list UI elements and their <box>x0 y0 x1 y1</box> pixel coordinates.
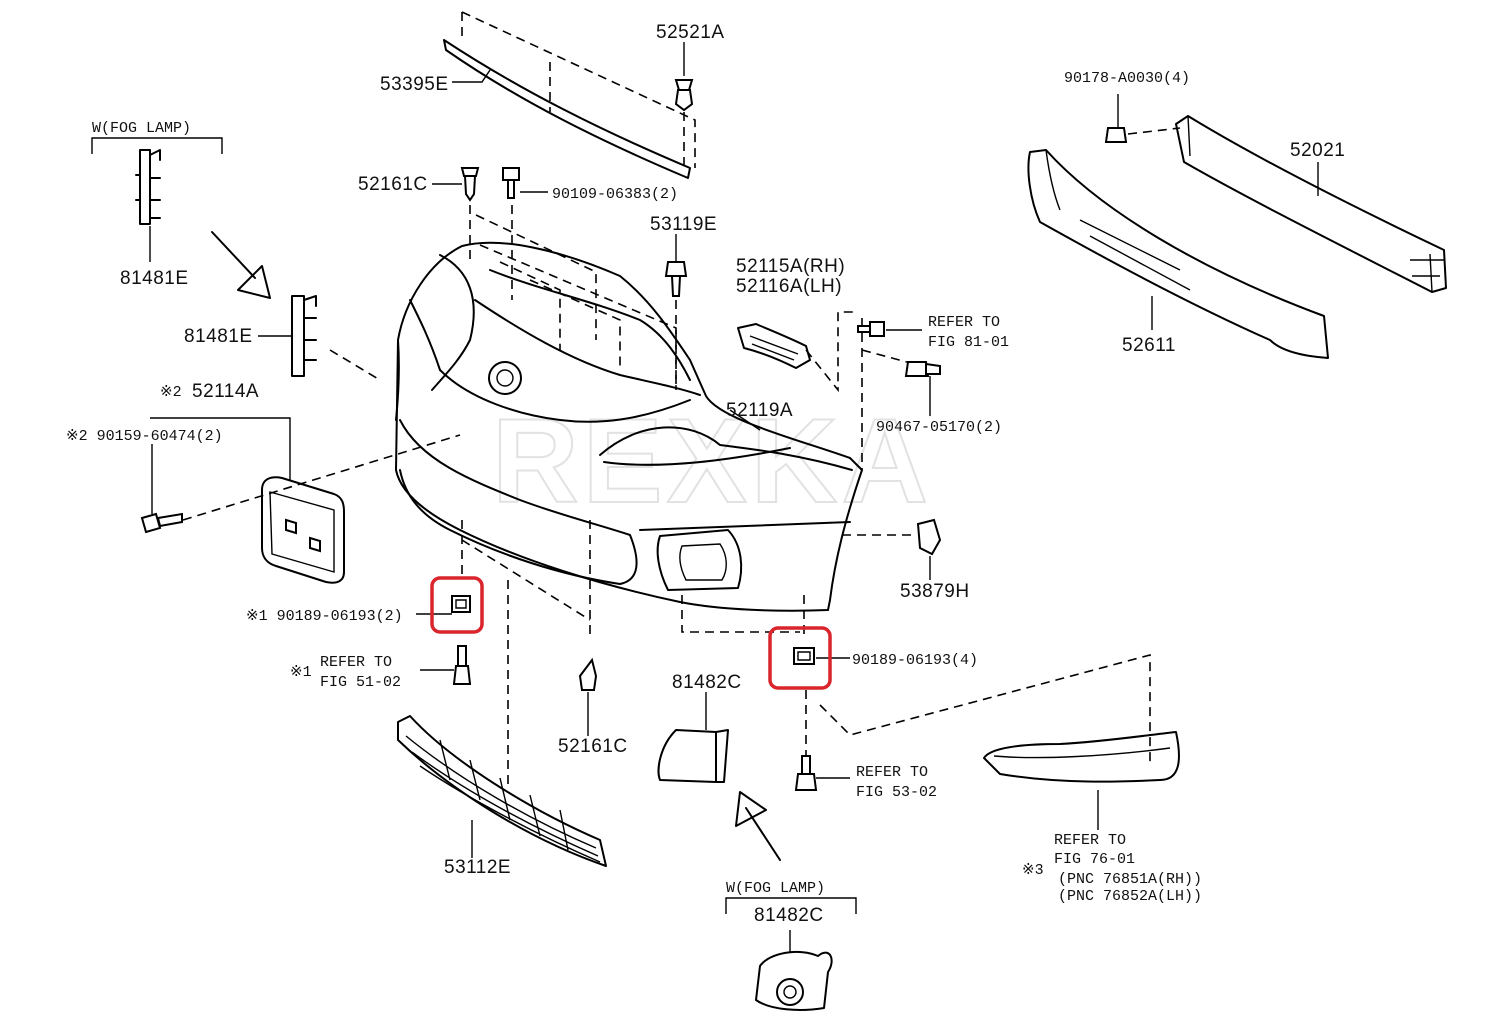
fog-lamp-variant-bracket <box>91 137 223 154</box>
label-refer-53-02-line1: REFER TO <box>856 764 928 781</box>
part-52521a-clip <box>674 42 694 168</box>
part-81482c-fog-cover-variant <box>755 930 833 1011</box>
part-refer-81-01-bolt <box>857 321 922 337</box>
part-52021-reinforcement <box>1175 115 1447 293</box>
label-81482c-bottom: 81482C <box>754 905 824 926</box>
label-52161c-lower: 52161C <box>558 736 628 757</box>
label-53395e: 53395E <box>380 74 449 95</box>
part-53119e-bolt <box>664 234 688 297</box>
part-52161c-clip-lower <box>578 657 598 736</box>
label-refer-76-01-line4: (PNC 76852A(LH)) <box>1058 888 1202 905</box>
label-fog-lamp-bottom: W(FOG LAMP) <box>726 880 825 897</box>
bolt-refer-53-02 <box>794 755 850 791</box>
label-52116a: 52116A(LH) <box>736 276 842 297</box>
cover-guide-lines <box>182 205 1151 790</box>
label-refer-76-01-line2: FIG 76-01 <box>1054 851 1135 868</box>
label-52114a: 52114A <box>192 381 259 402</box>
part-53395e-strip <box>443 11 696 179</box>
label-refer-76-01-line1: REFER TO <box>1054 832 1126 849</box>
label-53879h: 53879H <box>900 581 970 602</box>
label-refer-81-01-line2: FIG 81-01 <box>928 334 1009 351</box>
part-52114a-license-bracket <box>150 417 345 584</box>
label-90467: 90467-05170(2) <box>876 419 1002 436</box>
label-52115a: 52115A(RH) <box>736 256 845 277</box>
part-52115a-side-bracket <box>737 311 858 393</box>
label-52611: 52611 <box>1122 335 1176 356</box>
part-81481e-bracket-mid <box>258 295 317 377</box>
part-81481e-bracket-top <box>135 149 161 262</box>
label-53112e: 53112E <box>444 857 511 878</box>
label-refer-76-01-mark: ※3 <box>1022 862 1044 879</box>
label-81482c-top: 81482C <box>672 672 742 693</box>
arrow-indicator-left <box>211 231 271 299</box>
label-52114a-mark: ※2 <box>160 384 182 401</box>
label-90189-left: ※1 90189-06193(2) <box>246 608 403 625</box>
part-53112e-lower-grille <box>397 715 607 867</box>
label-81481e-mid: 81481E <box>184 326 253 347</box>
highlight-box-right <box>768 626 832 690</box>
label-90189-right: 90189-06193(4) <box>852 652 978 669</box>
part-53879h-retainer <box>916 518 942 580</box>
label-53119e: 53119E <box>650 214 717 235</box>
part-90178-nut <box>1104 94 1181 143</box>
label-90159: ※2 90159-60474(2) <box>66 428 223 445</box>
label-52521a: 52521A <box>656 22 725 43</box>
label-refer-81-01-line1: REFER TO <box>928 314 1000 331</box>
label-refer-51-02-line1: REFER TO <box>320 654 392 671</box>
part-90189-clip-left <box>416 595 471 615</box>
label-refer-51-02-mark: ※1 <box>290 664 312 681</box>
bolt-refer-51-02 <box>420 645 472 685</box>
label-52161c-top: 52161C <box>358 174 428 195</box>
label-52119a: 52119A <box>726 400 793 421</box>
part-90109-bolt <box>502 167 548 199</box>
label-52021: 52021 <box>1290 140 1345 161</box>
label-90109: 90109-06383(2) <box>552 186 678 203</box>
highlight-box-left <box>430 576 484 634</box>
part-90189-clip-right <box>793 647 850 665</box>
part-52161c-clip-top <box>432 167 480 202</box>
label-refer-51-02-line2: FIG 51-02 <box>320 674 401 691</box>
arrow-indicator-bottom <box>735 791 781 861</box>
label-90178: 90178-A0030(4) <box>1064 70 1190 87</box>
label-fog-lamp-top: W(FOG LAMP) <box>92 120 191 137</box>
part-spoiler-moulding <box>983 731 1180 830</box>
part-81482c-fog-cover <box>657 692 729 783</box>
label-refer-53-02-line2: FIG 53-02 <box>856 784 937 801</box>
part-52611-energy-absorber <box>1027 149 1329 359</box>
part-90467-clip <box>904 361 941 416</box>
part-90159-screw <box>140 444 183 534</box>
label-81481e-top: 81481E <box>120 268 189 289</box>
label-refer-76-01-line3: (PNC 76851A(RH)) <box>1058 871 1202 888</box>
fog-lamp-variant-bracket-bottom <box>725 897 857 914</box>
